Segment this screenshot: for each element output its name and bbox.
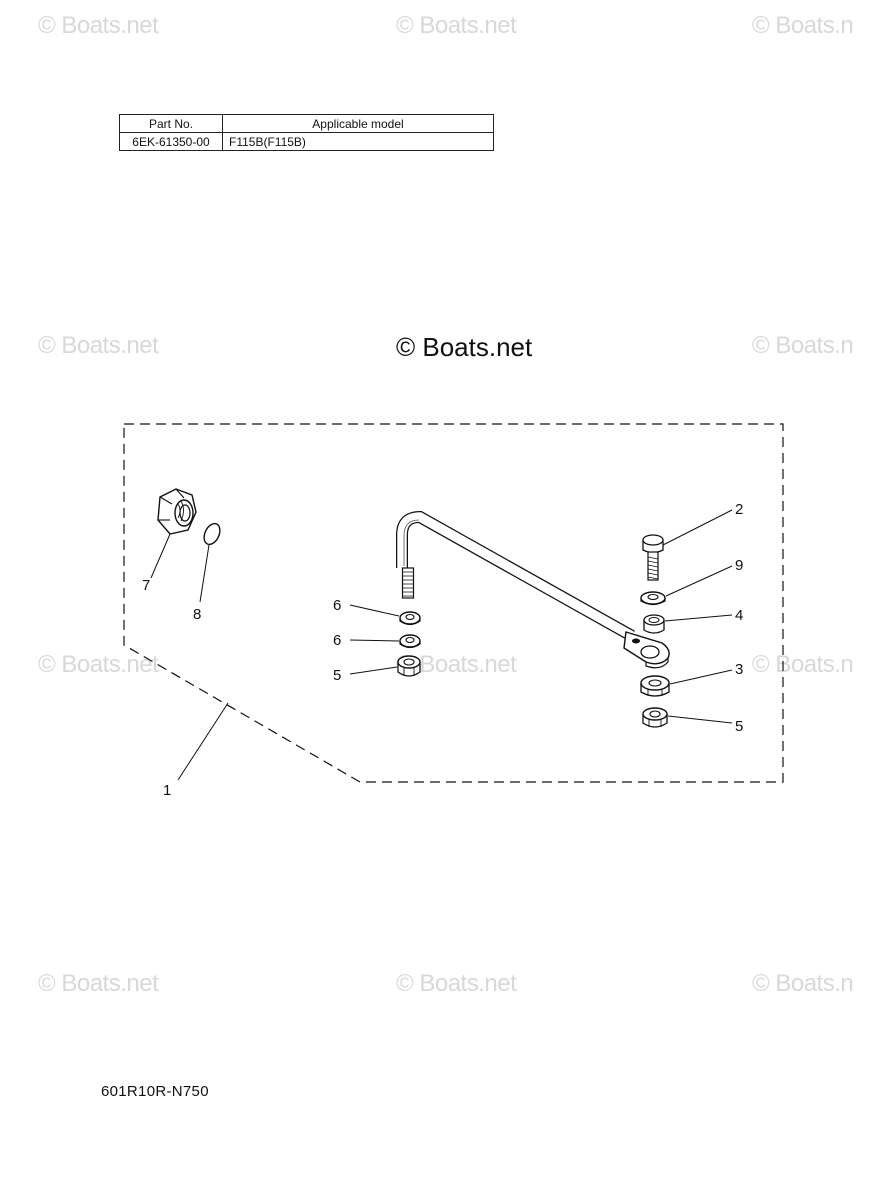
bolt-part <box>642 534 664 581</box>
center-watermark: © Boats.net <box>396 332 533 362</box>
watermark: © Boats.net <box>38 970 159 997</box>
watermark: © Boats.n <box>752 332 854 359</box>
kit-boundary <box>123 423 784 783</box>
o-ring-part <box>203 522 221 546</box>
callout-2: 2 <box>735 501 743 518</box>
nut-part <box>640 675 670 697</box>
hex-nut-fitting-part <box>157 488 197 535</box>
header-part-no: Part No. <box>119 114 223 133</box>
callout-3: 3 <box>735 661 743 678</box>
watermark: © Boats.n <box>752 651 854 678</box>
washer-part <box>640 591 666 606</box>
collar-part <box>643 614 665 634</box>
washer-part <box>399 634 421 649</box>
watermark: © Boats.net <box>396 12 517 39</box>
watermark: © Boats.net <box>38 12 159 39</box>
callout-8: 8 <box>193 606 201 623</box>
callout-9: 9 <box>735 557 743 574</box>
watermark: © Boats.net <box>396 970 517 997</box>
washer-part <box>399 611 421 626</box>
lock-nut-part <box>397 655 421 677</box>
callout-5: 5 <box>333 667 341 684</box>
lock-nut-part <box>642 707 668 728</box>
table-row: 6EK-61350-00 F115B(F115B) <box>119 132 494 151</box>
parts-table: Part No. Applicable model 6EK-61350-00 F… <box>119 114 494 151</box>
callout-1: 1 <box>163 782 171 799</box>
watermark: © Boats.net <box>38 651 159 678</box>
parts-table-header: Part No. Applicable model <box>119 114 494 133</box>
model-cell: F115B(F115B) <box>222 132 494 151</box>
callout-4: 4 <box>735 607 743 624</box>
header-applicable-model: Applicable model <box>222 114 494 133</box>
callout-5: 5 <box>735 718 743 735</box>
watermark: © Boats.n <box>752 970 854 997</box>
callout-6: 6 <box>333 632 341 649</box>
watermark: © Boats.n <box>752 12 854 39</box>
leader-lines <box>150 509 733 781</box>
callout-6: 6 <box>333 597 341 614</box>
part-number-cell: 6EK-61350-00 <box>119 132 223 151</box>
link-rod-part <box>396 510 670 669</box>
callout-7: 7 <box>142 577 150 594</box>
watermark: © Boats.net <box>38 332 159 359</box>
diagram-code: 601R10R-N750 <box>101 1083 209 1100</box>
